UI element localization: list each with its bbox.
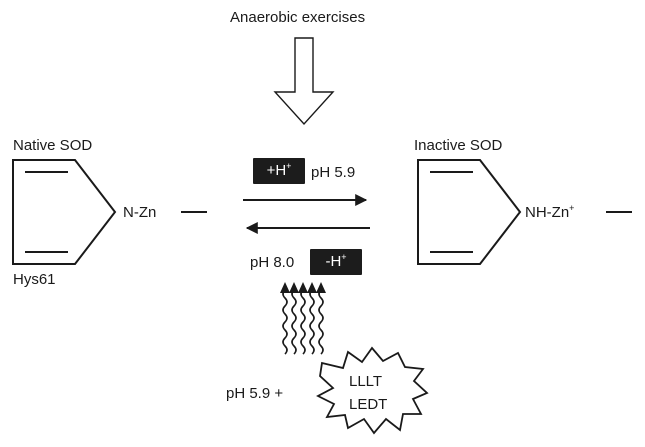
burst-line2-label: LEDT xyxy=(349,396,388,413)
inactive-group-label: NH-Zn+ xyxy=(525,203,575,221)
inactive-sod-ring xyxy=(417,159,522,265)
burst-line1-label: LLLT xyxy=(349,373,383,390)
forward-ph-label: pH 5.9 xyxy=(311,164,356,181)
bottom-ph-label: pH 5.9 + xyxy=(226,385,284,402)
protonation-badge: +H+ xyxy=(253,158,305,184)
starburst-shape xyxy=(316,346,429,435)
native-group-label: N-Zn xyxy=(123,204,157,221)
anaerobic-exercises-label: Anaerobic exercises xyxy=(230,9,366,26)
native-sod-title: Native SOD xyxy=(13,137,93,154)
light-wave-arrows xyxy=(282,289,324,355)
residue-label: Hys61 xyxy=(13,271,56,288)
inactive-sod-title: Inactive SOD xyxy=(414,137,503,154)
hollow-down-arrow xyxy=(273,37,335,126)
light-arrow-heads xyxy=(280,282,326,293)
native-sod-ring xyxy=(12,159,117,265)
deprotonation-badge: -H+ xyxy=(310,249,362,275)
reverse-ph-label: pH 8.0 xyxy=(250,254,295,271)
